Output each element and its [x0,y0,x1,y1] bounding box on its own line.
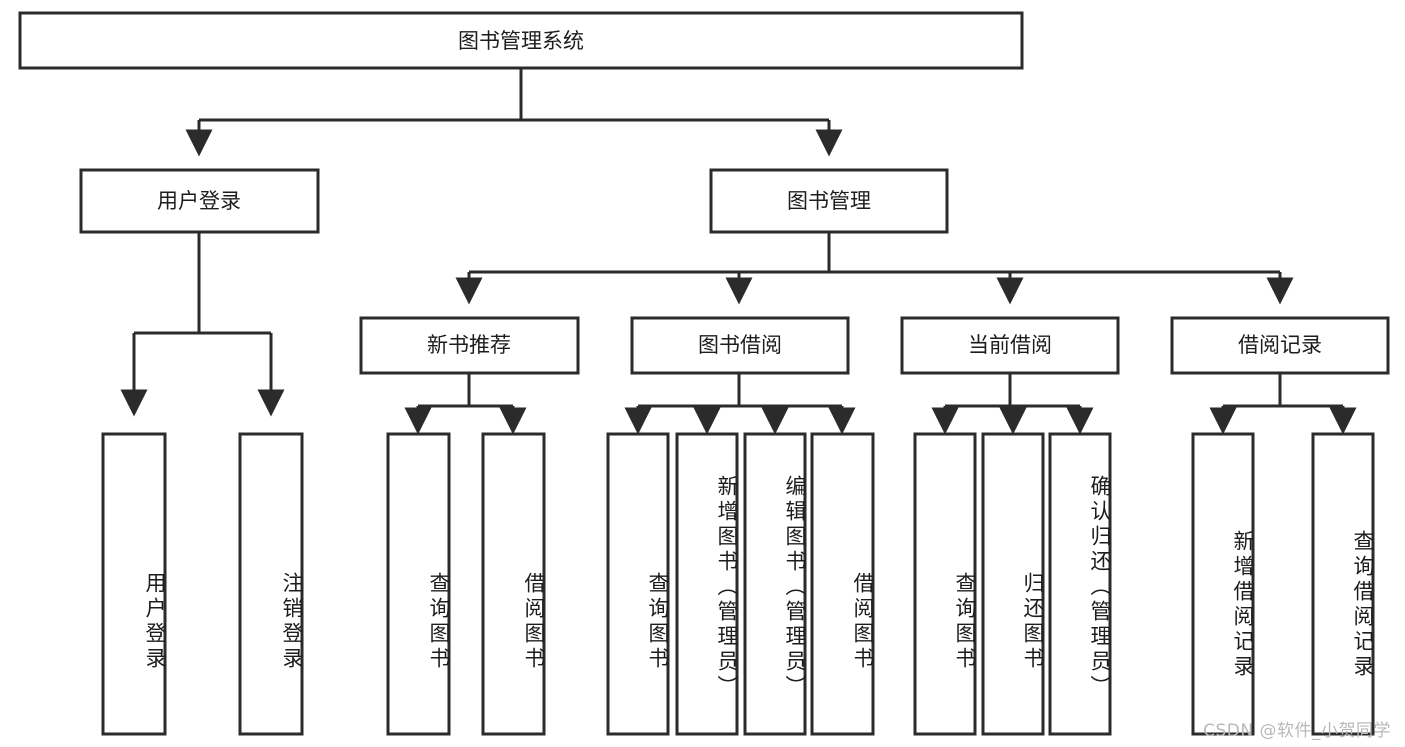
connector-group-borrow-record [1209,373,1357,435]
node-new-book-recommend-label: 新书推荐 [427,333,511,357]
node-current-borrow[interactable]: 当前借阅 [900,316,1120,375]
node-borrow-record-box[interactable] [1170,316,1390,375]
connector-group-user-login [120,232,285,417]
connector-group-root [185,68,843,157]
leaf-add-book-box[interactable] [675,432,739,736]
connector-group-new-book-recommend [404,373,527,435]
csdn-watermark: CSDN @软件_小贺同学 [1203,721,1391,741]
leaf-query-book-3-box[interactable] [913,432,977,736]
node-borrow-record-label: 借阅记录 [1238,333,1322,357]
leaf-edit-book-box[interactable] [743,432,807,736]
leaf-user-logout-box[interactable] [238,432,304,736]
node-book-borrow[interactable]: 图书借阅 [630,316,850,375]
node-root-label: 图书管理系统 [458,29,584,53]
leaf-query-record-box[interactable] [1311,432,1375,736]
node-user-login-box[interactable] [79,168,320,234]
leaf-query-book-1-box[interactable] [386,432,451,736]
node-book-borrow-label: 图书借阅 [698,333,782,357]
node-book-manage[interactable]: 图书管理 [709,168,949,234]
connector-group-current-borrow [931,373,1094,435]
leaf-borrow-book-1-box[interactable] [481,432,546,736]
node-book-manage-label: 图书管理 [787,189,871,213]
connector-group-book-borrow [624,373,856,435]
node-book-borrow-box[interactable] [630,316,850,375]
leaf-return-book-box[interactable] [981,432,1045,736]
leaf-boxes [101,432,1375,736]
node-current-borrow-label: 当前借阅 [968,333,1052,357]
leaf-borrow-book-2-box[interactable] [810,432,875,736]
node-root[interactable]: 图书管理系统 [18,11,1024,70]
node-borrow-record[interactable]: 借阅记录 [1170,316,1390,375]
connector-group-book-manage [455,232,1294,305]
node-root-box[interactable] [18,11,1024,70]
node-new-book-recommend[interactable]: 新书推荐 [359,316,580,375]
node-user-login[interactable]: 用户登录 [79,168,320,234]
node-new-book-recommend-box[interactable] [359,316,580,375]
leaf-query-book-2-box[interactable] [606,432,670,736]
node-user-login-label: 用户登录 [157,189,241,213]
node-book-manage-box[interactable] [709,168,949,234]
leaf-user-login-box[interactable] [101,432,167,736]
leaf-confirm-return-box[interactable] [1048,432,1112,736]
leaf-add-record-box[interactable] [1191,432,1255,736]
node-current-borrow-box[interactable] [900,316,1120,375]
